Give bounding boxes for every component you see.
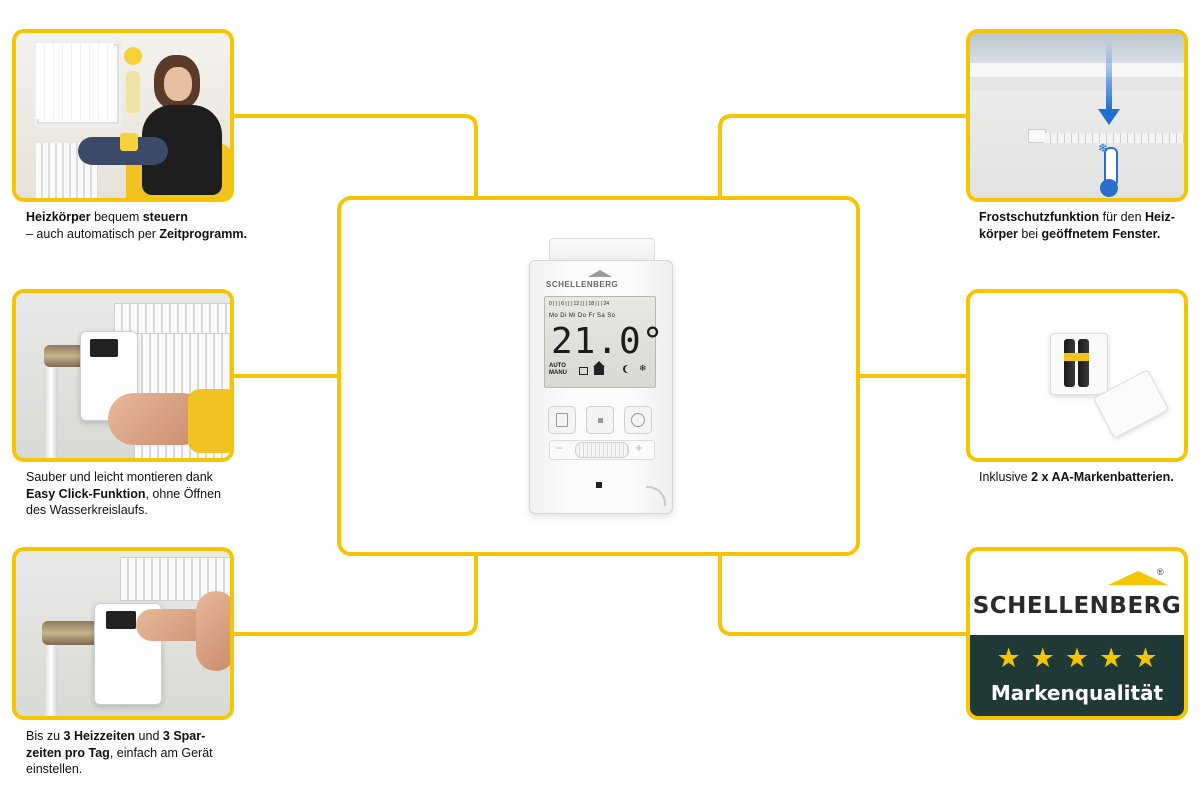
star-icon: ★ xyxy=(1064,643,1100,673)
slider-minus: − xyxy=(556,441,564,455)
slider-knob[interactable] xyxy=(575,442,629,458)
display-mode: AUTO MANU xyxy=(549,363,567,377)
badge-label: Markenqualität xyxy=(990,681,1164,705)
display-days: Mo Di Mi Do Fr Sa So xyxy=(549,313,616,319)
star-icon: ★ xyxy=(1133,643,1168,673)
ok-button[interactable] xyxy=(586,406,614,434)
moon-icon xyxy=(625,365,633,373)
photo-mounting-thermostat xyxy=(12,289,234,462)
star-icon: ★ xyxy=(1030,643,1065,673)
photo-frost-protection: ❄ xyxy=(966,29,1188,202)
clock-button[interactable] xyxy=(624,406,652,434)
star-icon: ★ xyxy=(1099,643,1134,673)
caption-times: Bis zu 3 Heizzeiten und 3 Spar-zeiten pr… xyxy=(26,729,213,776)
star-icon: ★ xyxy=(996,643,1031,673)
thermostat-display: 0 | | | 6 | | | 12 | | | 18 | | | 24 Mo … xyxy=(544,296,663,388)
caption-control: Heizkörper bequem steuern– auch automati… xyxy=(26,210,247,241)
menu-button[interactable] xyxy=(548,406,576,434)
clock-icon xyxy=(631,413,645,427)
badge-brand-name: SCHELLENBERG xyxy=(972,593,1182,619)
star-rating: ★★★★★ xyxy=(970,643,1184,674)
thermostat-brand: SCHELLENBERG xyxy=(546,280,619,289)
caption-frost: Frostschutzfunktion für den Heiz-körper … xyxy=(979,210,1175,241)
photo-woman-relaxing xyxy=(12,29,234,202)
menu-icon xyxy=(556,413,568,427)
photo-batteries xyxy=(966,289,1188,462)
brand-roof-icon xyxy=(1108,571,1168,585)
mode-manu-label: MANU xyxy=(549,370,567,376)
snowflake-icon: ❄ xyxy=(1098,141,1109,155)
snowflake-display-icon: ❄ xyxy=(639,363,647,373)
slider-plus: + xyxy=(635,440,643,455)
brand-roof-mini-icon xyxy=(588,270,612,277)
caption-batteries: Inklusive 2 x AA-Markenbatterien. xyxy=(979,470,1174,484)
brand-quality-badge: ® SCHELLENBERG ★★★★★ Markenqualität xyxy=(966,547,1188,720)
square-icon xyxy=(597,417,603,423)
photo-setting-times xyxy=(12,547,234,720)
lock-icon xyxy=(579,367,588,375)
mode-auto-label: AUTO xyxy=(549,363,566,369)
display-temperature: 21.0° xyxy=(551,321,665,362)
home-icon xyxy=(593,361,605,367)
arrow-down-icon xyxy=(1106,41,1112,111)
status-led xyxy=(596,482,602,488)
registered-mark: ® xyxy=(1157,567,1164,577)
display-hours: 0 | | | 6 | | | 12 | | | 18 | | | 24 xyxy=(549,301,610,307)
